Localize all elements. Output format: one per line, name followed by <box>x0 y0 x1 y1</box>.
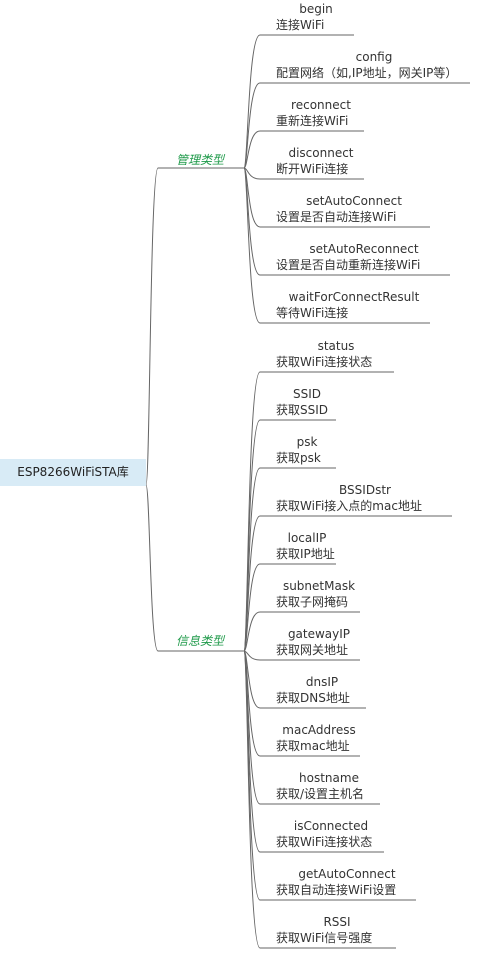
leaf-node[interactable]: setAutoReconnect 设置是否自动重新连接WiFi <box>276 241 452 273</box>
leaf-desc: 获取/设置主机名 <box>276 787 365 801</box>
leaf-desc: 连接WiFi <box>276 18 325 32</box>
leaf-node[interactable]: subnetMask 获取子网掩码 <box>276 578 362 610</box>
leaf-name: macAddress <box>282 723 356 737</box>
leaf-desc: 获取DNS地址 <box>276 691 350 705</box>
leaf-name: begin <box>299 2 333 16</box>
leaf-desc: 设置是否自动重新连接WiFi <box>276 258 421 272</box>
leaf-name: dnsIP <box>305 675 339 689</box>
leaf-name: gatewayIP <box>287 627 351 641</box>
leaf-desc: 获取WiFi信号强度 <box>276 931 373 945</box>
branch-1-4 <box>243 563 261 652</box>
branch-1-5 <box>243 611 261 652</box>
leaf-desc: 获取网关地址 <box>276 643 349 657</box>
branch-1-7 <box>243 650 261 709</box>
leaf-node[interactable]: localIP 获取IP地址 <box>276 530 338 562</box>
leaf-node[interactable]: begin 连接WiFi <box>276 1 356 33</box>
leaf-node[interactable]: BSSIDstr 获取WiFi接入点的mac地址 <box>276 482 454 514</box>
leaf-name: config <box>355 50 393 64</box>
group-label-management[interactable]: 管理类型 <box>176 153 225 167</box>
leaf-node[interactable]: reconnect 重新连接WiFi <box>276 97 366 129</box>
leaf-name: BSSIDstr <box>339 483 391 497</box>
leaf-desc: 获取IP地址 <box>276 547 335 561</box>
leaf-node[interactable]: hostname 获取/设置主机名 <box>276 770 382 802</box>
leaf-desc: 配置网络（如,IP地址，网关IP等） <box>276 66 458 80</box>
branch-0-3 <box>243 167 261 180</box>
leaf-name: waitForConnectResult <box>288 290 420 304</box>
leaf-name: reconnect <box>291 98 351 112</box>
leaf-desc: 断开WiFi连接 <box>276 162 349 176</box>
root-to-group-0 <box>145 167 159 486</box>
branch-0-6 <box>243 167 261 324</box>
leaf-desc: 获取WiFi连接状态 <box>276 355 373 369</box>
branch-1-6 <box>243 650 261 661</box>
group-label-info[interactable]: 信息类型 <box>176 634 225 648</box>
leaf-desc: 获取子网掩码 <box>276 595 349 609</box>
leaf-desc: 获取自动连接WiFi设置 <box>276 883 397 897</box>
leaf-name: psk <box>296 435 318 449</box>
leaf-name: localIP <box>287 531 327 545</box>
leaf-name: getAutoConnect <box>298 867 396 881</box>
leaf-desc: 获取WiFi接入点的mac地址 <box>276 499 422 513</box>
leaf-node[interactable]: SSID 获取SSID <box>276 386 338 418</box>
root-node[interactable]: ESP8266WiFiSTA库 <box>0 459 146 486</box>
leaf-desc: 获取psk <box>276 451 321 465</box>
leaf-node[interactable]: waitForConnectResult 等待WiFi连接 <box>276 289 432 321</box>
branch-0-5 <box>243 167 261 276</box>
leaf-desc: 获取SSID <box>276 403 329 417</box>
leaf-node[interactable]: RSSI 获取WiFi信号强度 <box>276 914 398 946</box>
leaf-desc: 重新连接WiFi <box>276 114 349 128</box>
leaf-name: setAutoReconnect <box>309 242 419 256</box>
branch-0-2 <box>243 130 261 169</box>
branch-1-12 <box>243 650 261 949</box>
root-to-group-1 <box>145 484 159 652</box>
leaf-node[interactable]: gatewayIP 获取网关地址 <box>276 626 362 658</box>
leaf-name: SSID <box>292 387 321 401</box>
leaf-desc: 设置是否自动连接WiFi <box>276 210 397 224</box>
leaf-name: RSSI <box>323 915 351 929</box>
leaf-name: isConnected <box>293 819 369 833</box>
leaf-node[interactable]: config 配置网络（如,IP地址，网关IP等） <box>276 49 472 81</box>
leaf-node[interactable]: macAddress 获取mac地址 <box>276 722 362 754</box>
leaf-name: setAutoConnect <box>306 194 402 208</box>
leaf-desc: 获取WiFi连接状态 <box>276 835 373 849</box>
leaf-node[interactable]: setAutoConnect 设置是否自动连接WiFi <box>276 193 432 225</box>
root-label: ESP8266WiFiSTA库 <box>17 465 129 479</box>
leaf-node[interactable]: dnsIP 获取DNS地址 <box>276 674 368 706</box>
leaf-name: subnetMask <box>282 579 356 593</box>
leaf-node[interactable]: psk 获取psk <box>276 434 338 466</box>
leaf-desc: 获取mac地址 <box>276 739 350 753</box>
leaf-name: hostname <box>299 771 359 785</box>
leaf-node[interactable]: getAutoConnect 获取自动连接WiFi设置 <box>276 866 418 898</box>
leaf-name: status <box>317 339 355 353</box>
leaf-node[interactable]: disconnect 断开WiFi连接 <box>276 145 366 177</box>
branch-0-1 <box>243 82 261 169</box>
leaf-name: disconnect <box>288 146 354 160</box>
leaf-node[interactable]: status 获取WiFi连接状态 <box>276 338 396 370</box>
leaf-node[interactable]: isConnected 获取WiFi连接状态 <box>276 818 386 850</box>
leaf-desc: 等待WiFi连接 <box>276 306 349 320</box>
